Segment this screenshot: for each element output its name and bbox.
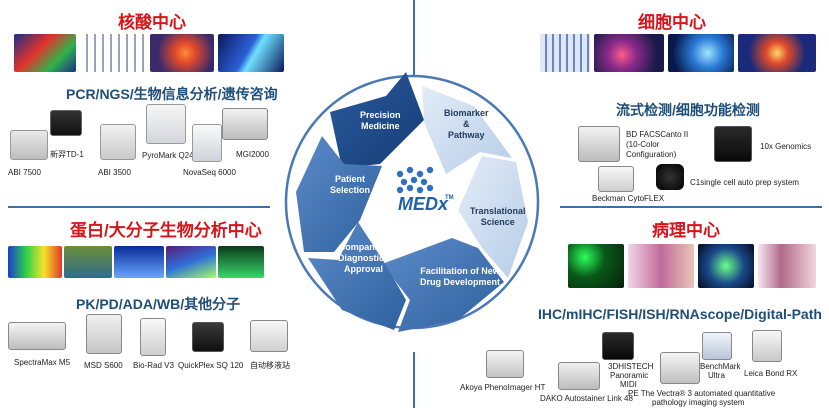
facscanto-label-1: BD FACSCanto II [626,130,689,139]
msd-image [86,314,122,354]
3dhistech-label-1: 3DHISTECH [608,362,654,371]
10x-genomics-label: 10x Genomics [760,142,812,151]
pathology-image-4 [758,244,816,288]
medx-logo-trademark: TM [445,195,454,201]
segment-biomarker-pathway [422,86,512,174]
3dhistech-label-3: MIDI [620,380,637,389]
label-patient-selection: Patient Selection [330,174,371,195]
protein-image-5 [218,246,264,278]
dako-label: DAKO Autostainer Link 48 [540,394,633,403]
medx-logo-mark [396,166,434,194]
label-companion-diagnostics: Companion Diagnostics Approval [338,242,390,274]
quickplex-label: QuickPlex SQ 120 [178,361,244,370]
vectra-label-1: PE The Vectra® 3 automated quantitative [628,389,776,398]
pathology-image-2 [628,244,694,288]
quickplex-image [192,322,224,352]
horizontal-divider-right [560,206,822,208]
segment-precision-medicine [330,72,424,168]
cytoflex-image [598,166,634,192]
mgi2000-image [222,108,268,140]
abi-7500-label: ABI 7500 [8,168,41,177]
benchmark-image [702,332,732,360]
nucleic-image-2 [80,34,146,72]
novaseq-image [192,124,222,162]
vectra-image [660,352,700,384]
facscanto-label-3: Configuration) [626,150,677,159]
vertical-divider [413,0,415,78]
vectra-label-2: pathology imaging system [652,398,745,407]
facscanto-image [578,126,620,162]
label-biomarker-pathway: Biomarker & Pathway [444,108,489,140]
horizontal-divider-left [8,206,270,208]
cell-subtitle: 流式检测/细胞功能检测 [616,102,760,118]
cell-center-title: 细胞中心 [638,13,706,32]
cytoflex-label: Beckman CytoFLEX [592,194,665,203]
nucleic-image-3 [150,34,214,72]
cell-image-2 [594,34,664,72]
medx-cycle-diagram [284,72,540,332]
nucleic-image-1 [14,34,76,72]
mgi2000-label: MGI2000 [236,150,269,159]
cell-image-1 [540,34,590,72]
abi-7500-image [10,130,48,160]
c1-image [656,164,684,190]
cell-image-3 [668,34,734,72]
protein-image-3 [114,246,164,278]
segment-patient-selection [296,136,382,252]
medx-logo-text: MEDx [398,194,449,214]
biorad-image [140,318,166,356]
label-precision-medicine: Precision Medicine [360,110,401,131]
protein-image-2 [64,246,112,278]
segment-translational-science [458,156,528,278]
3dhistech-label-2: Panoramic [610,371,649,380]
akoya-image [486,350,524,378]
leica-bond-label: Leica Bond RX [744,369,798,378]
label-drug-development: Facilitation of New Drug Development [420,266,501,287]
abi-3500-label: ABI 3500 [98,168,131,177]
abi-3500-image [100,124,136,160]
nucleic-image-4 [218,34,284,72]
novaseq-label: NovaSeq 6000 [183,168,236,177]
pipetting-station-label: 自动移液站 [250,361,290,370]
protein-image-1 [8,246,62,278]
cell-image-4 [738,34,816,72]
pathology-image-3 [698,244,754,288]
pipetting-station-image [250,320,288,352]
dako-image [558,362,600,390]
spectramax-image [8,322,66,350]
biorad-label: Bio-Rad V3 [133,361,174,370]
td1-label: 新羿TD-1 [50,150,84,159]
benchmark-label-1: BenchMark [700,362,741,371]
pyromark-image [146,104,186,144]
facscanto-label-2: (10-Color [626,140,660,149]
3dhistech-image [602,332,634,360]
msd-label: MSD S600 [84,361,123,370]
vertical-divider-bottom [413,352,415,408]
nucleic-center-title: 核酸中心 [118,13,186,32]
akoya-label: Akoya PhenoImager HT [460,383,546,392]
segment-drug-development [382,238,504,332]
td1-image [50,110,82,136]
leica-bond-image [752,330,782,362]
pathology-center-title: 病理中心 [652,221,720,240]
protein-image-4 [166,246,216,278]
pathology-image-1 [568,244,624,288]
label-translational-science: Translational Science [470,206,526,227]
nucleic-subtitle: PCR/NGS/生物信息分析/遗传咨询 [66,86,278,102]
spectramax-label: SpectraMax M5 [14,358,71,367]
pyromark-label: PyroMark Q24 [142,151,194,160]
benchmark-label-2: Ultra [708,371,725,380]
segment-companion-diagnostics [308,222,406,330]
protein-subtitle: PK/PD/ADA/WB/其他分子 [76,296,241,312]
10x-genomics-image [714,126,752,162]
c1-label: C1single cell auto prep system [690,178,799,187]
protein-center-title: 蛋白/大分子生物分析中心 [70,221,262,240]
pathology-subtitle: IHC/mIHC/FISH/ISH/RNAscope/Digital-Path [538,306,822,322]
